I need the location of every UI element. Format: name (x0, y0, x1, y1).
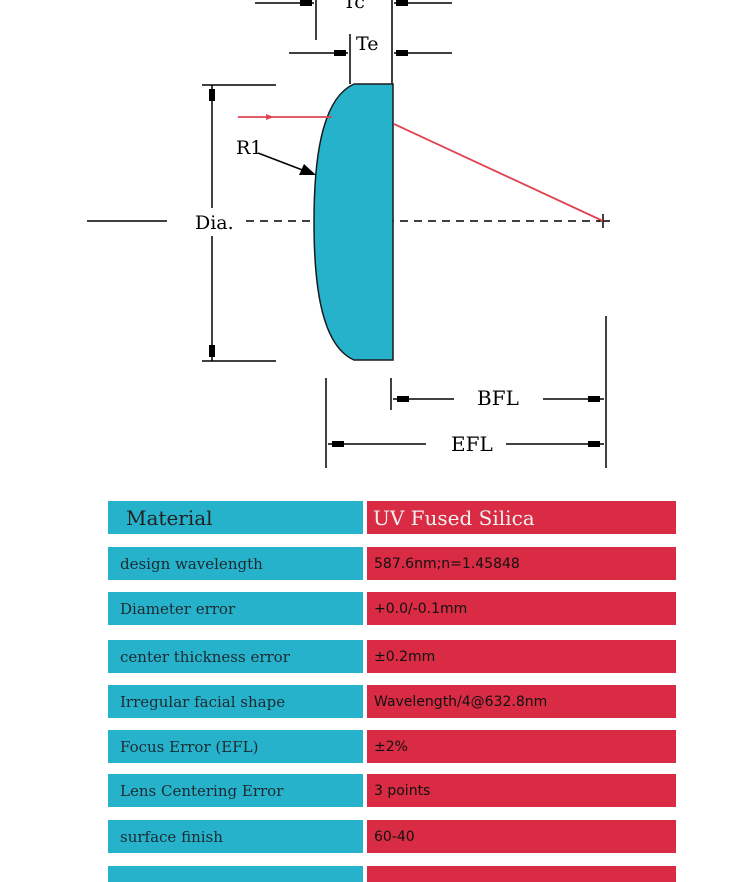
ray-arrow-icon (266, 114, 274, 120)
bfl-label: BFL (477, 386, 519, 410)
table-row (108, 866, 676, 882)
dia-label-background (192, 208, 234, 236)
lens-diagram: Tc Te Dia. R1 (87, 0, 610, 468)
spec-label: Focus Error (EFL) (108, 730, 363, 763)
spec-label: surface finish (108, 820, 363, 853)
spec-value: ±0.2mm (367, 640, 676, 673)
spec-label: center thickness error (108, 640, 363, 673)
spec-value: +0.0/-0.1mm (367, 592, 676, 625)
table-row: Focus Error (EFL) ±2% (108, 730, 676, 763)
efl-dimension (325, 378, 604, 468)
light-ray (238, 116, 604, 222)
table-row: surface finish 60-40 (108, 820, 676, 853)
dia-arrowheads (209, 89, 215, 357)
spec-label (108, 866, 363, 882)
spec-value: UV Fused Silica (367, 501, 676, 534)
spec-value (367, 866, 676, 882)
spec-label: design wavelength (108, 547, 363, 580)
dia-label: Dia. (195, 212, 234, 234)
spec-value: 587.6nm;n=1.45848 (367, 547, 676, 580)
spec-value: 60-40 (367, 820, 676, 853)
spec-label: Material (108, 501, 363, 534)
spec-label: Irregular facial shape (108, 685, 363, 718)
tc-label: Tc (343, 0, 365, 13)
table-row: Lens Centering Error 3 points (108, 774, 676, 807)
spec-label: Lens Centering Error (108, 774, 363, 807)
efl-arrowheads (332, 441, 600, 447)
bfl-arrowheads (397, 396, 600, 402)
te-arrowheads (334, 50, 408, 56)
efl-label: EFL (451, 432, 493, 456)
table-row: center thickness error ±0.2mm (108, 640, 676, 673)
table-row: design wavelength 587.6nm;n=1.45848 (108, 547, 676, 580)
plano-convex-lens (313, 83, 394, 361)
tc-arrowheads (300, 0, 408, 6)
spec-value: Wavelength/4@632.8nm (367, 685, 676, 718)
r1-arrow-icon (299, 164, 316, 175)
spec-value: ±2% (367, 730, 676, 763)
table-row: Irregular facial shape Wavelength/4@632.… (108, 685, 676, 718)
table-row: Material UV Fused Silica (108, 501, 676, 534)
table-row: Diameter error +0.0/-0.1mm (108, 592, 676, 625)
spec-label: Diameter error (108, 592, 363, 625)
r1-label: R1 (236, 137, 262, 159)
spec-value: 3 points (367, 774, 676, 807)
te-label: Te (356, 33, 378, 55)
r1-leader-line (257, 152, 306, 172)
